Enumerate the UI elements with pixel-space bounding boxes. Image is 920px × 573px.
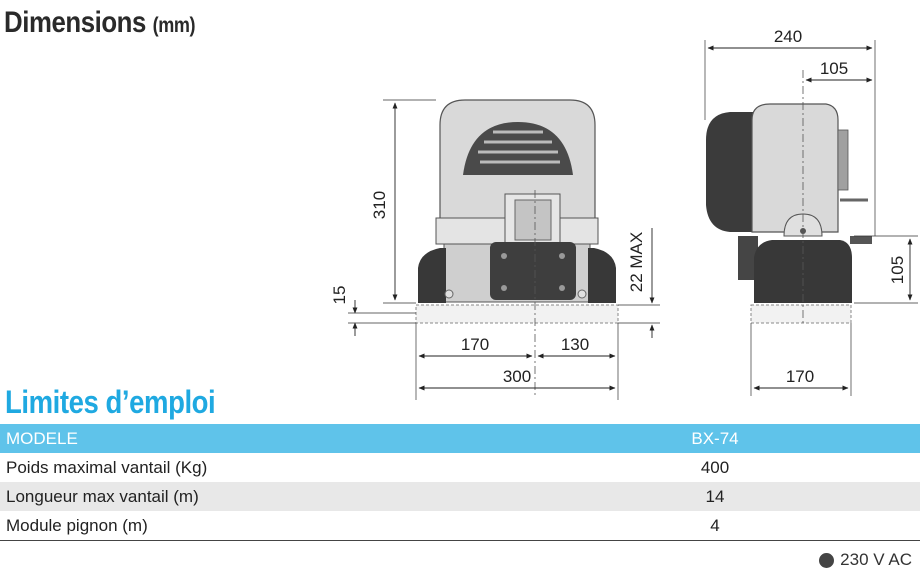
dim-total-depth: 240 bbox=[774, 27, 802, 46]
front-motor-plate bbox=[490, 242, 576, 300]
row-label: Module pignon (m) bbox=[0, 511, 550, 541]
side-base-block bbox=[754, 240, 852, 303]
table-header-row: MODELE BX-74 bbox=[0, 424, 920, 453]
dim-base-height: 105 bbox=[888, 256, 907, 284]
technical-drawing: 310 15 22 MAX 170 130 300 bbox=[330, 27, 918, 400]
power-dot-icon bbox=[819, 552, 835, 568]
front-left-foot bbox=[418, 248, 446, 303]
row-label: Poids maximal vantail (Kg) bbox=[6, 457, 208, 477]
limits-table: MODELE BX-74 Poids maximal vantail (Kg) … bbox=[0, 424, 920, 541]
dim-center-depth: 105 bbox=[820, 59, 848, 78]
front-base-plate bbox=[415, 304, 619, 324]
dimensions-title: Dimensions bbox=[4, 6, 146, 39]
front-view: 310 15 22 MAX 170 130 300 bbox=[330, 99, 660, 400]
side-base-plate bbox=[750, 304, 852, 324]
table-row: Longueur max vantail (m) 14 bbox=[0, 482, 920, 511]
table-row: Module pignon (m) 4 bbox=[0, 511, 920, 541]
dimensions-unit: (mm) bbox=[152, 14, 196, 37]
row-value: 4 bbox=[550, 511, 920, 541]
dimensions-heading: Dimensions (mm) bbox=[4, 6, 196, 40]
header-label: MODELE bbox=[0, 424, 550, 453]
table-row: Poids maximal vantail (Kg) 400 bbox=[0, 453, 920, 482]
dim-base: 15 bbox=[330, 286, 349, 305]
row-value: 400 bbox=[700, 457, 730, 477]
row-value: 14 bbox=[550, 482, 920, 511]
dim-total-width: 300 bbox=[503, 367, 531, 386]
dim-left-width: 170 bbox=[461, 335, 489, 354]
side-cover bbox=[751, 103, 839, 233]
side-back-hood bbox=[706, 112, 756, 232]
dim-clearance: 22 MAX bbox=[627, 232, 646, 292]
dim-right-width: 130 bbox=[561, 335, 589, 354]
limits-heading: Limites d’emploi bbox=[5, 384, 216, 420]
power-label: 230 V AC bbox=[840, 550, 912, 569]
front-right-foot bbox=[588, 248, 616, 303]
power-indicator: 230 V AC bbox=[819, 550, 912, 570]
side-view: 240 105 105 170 bbox=[704, 27, 918, 396]
dim-base-depth: 170 bbox=[786, 367, 814, 386]
header-model: BX-74 bbox=[550, 424, 920, 453]
row-label: Longueur max vantail (m) bbox=[0, 482, 550, 511]
dim-height: 310 bbox=[370, 191, 389, 219]
